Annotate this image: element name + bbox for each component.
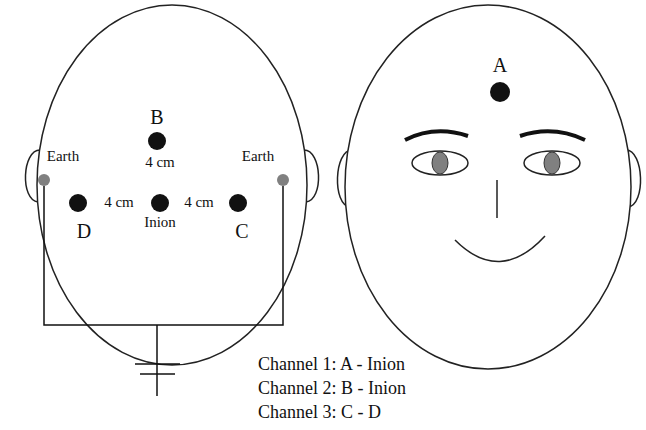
- electrode-label: A: [493, 54, 507, 77]
- eye: [412, 151, 468, 175]
- channel-note: Channel 1: A - Inion: [258, 354, 405, 375]
- mouth: [455, 236, 545, 262]
- electrode: [148, 132, 166, 150]
- earth-electrode: [277, 174, 289, 186]
- eye: [524, 151, 580, 175]
- earth-electrode: [38, 174, 50, 186]
- dimension: 4 cm: [104, 194, 134, 211]
- dimension: 4 cm: [145, 154, 175, 171]
- head-back: [37, 5, 307, 365]
- electrode: [69, 194, 87, 212]
- ground-stem: [156, 325, 158, 396]
- iris: [544, 152, 560, 174]
- channel-note: Channel 3: C - D: [258, 402, 381, 423]
- electrode-label: D: [77, 220, 91, 243]
- dimension: 4 cm: [184, 194, 214, 211]
- face: [345, 5, 631, 369]
- electrode-label: C: [235, 220, 248, 243]
- electrode: [151, 194, 169, 212]
- electrode: [490, 82, 510, 102]
- nose: [496, 180, 498, 218]
- channel-note: Channel 2: B - Inion: [258, 378, 406, 399]
- electrode-label: Inion: [144, 214, 176, 231]
- electrode-label: Earth: [242, 148, 274, 165]
- electrode: [229, 194, 247, 212]
- ground-bar: [140, 373, 175, 375]
- iris: [432, 152, 448, 174]
- ground-bar: [135, 363, 180, 365]
- electrode-label: B: [150, 106, 163, 129]
- eyebrow: [405, 131, 468, 140]
- earth-wire: [44, 186, 283, 325]
- eyebrow: [520, 131, 585, 140]
- electrode-label: Earth: [47, 148, 79, 165]
